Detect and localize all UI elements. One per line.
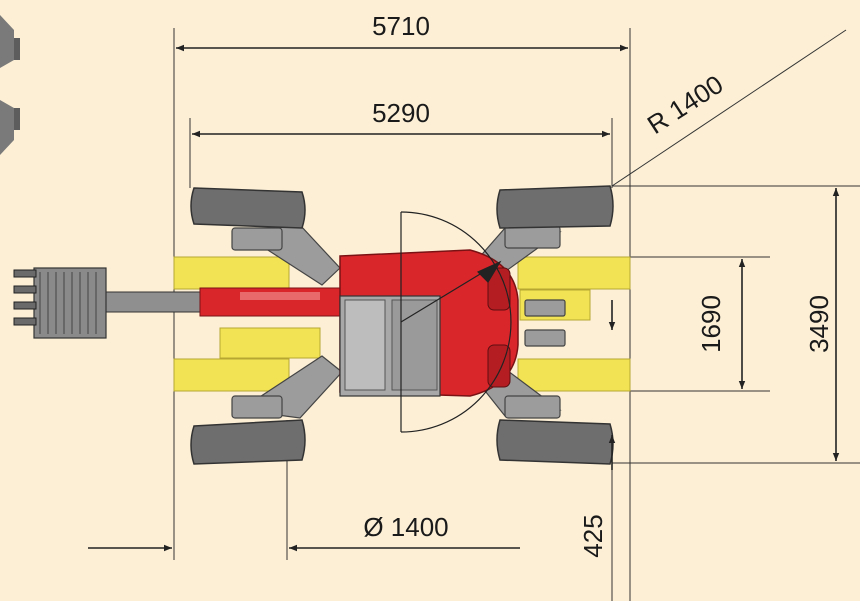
slew-radius-arc (400, 211, 512, 433)
dim-inner-width: 1690 (696, 295, 726, 353)
boom (103, 287, 351, 317)
excavator (13, 185, 631, 465)
dim-overall-width: 3490 (804, 295, 834, 353)
dimension-lines (88, 44, 840, 552)
bucket (13, 267, 107, 339)
tracks (190, 185, 614, 465)
dim-tool-diameter: Ø 1400 (363, 512, 448, 542)
outrigger-beams (173, 256, 631, 392)
legs (231, 224, 566, 419)
chassis (339, 249, 519, 397)
dim-offset: 425 (578, 514, 608, 557)
dim-track-length: 5290 (372, 98, 430, 128)
dim-overall-length: 5710 (372, 11, 430, 41)
edge-tool-partial (0, 15, 20, 155)
